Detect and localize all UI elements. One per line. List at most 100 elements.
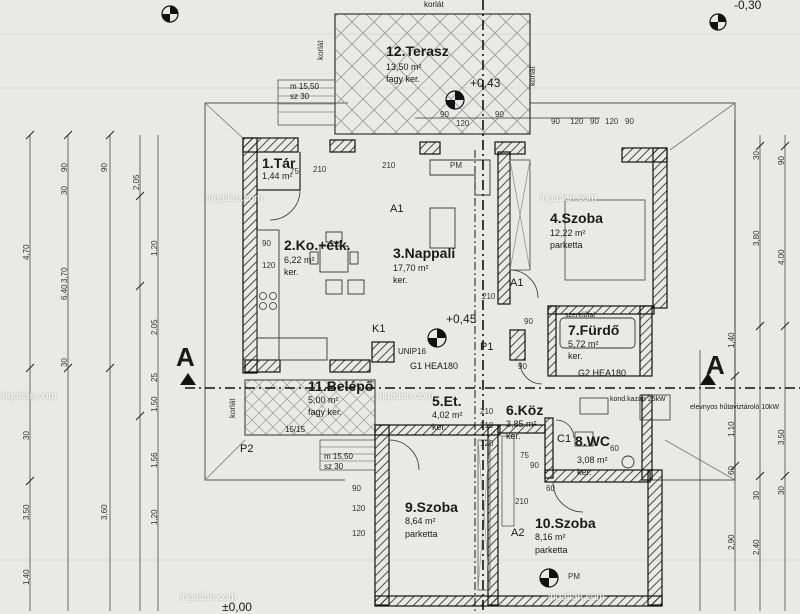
room-3-floor: ker. bbox=[393, 275, 408, 285]
right-dim-small-2: 30 bbox=[752, 151, 761, 160]
room-9-floor: parketta bbox=[405, 529, 438, 539]
top-dim-3: 90 bbox=[495, 110, 504, 119]
bathtub bbox=[559, 317, 636, 349]
bed-room-4 bbox=[564, 199, 646, 281]
room-dim-15: 90 bbox=[352, 484, 361, 493]
walls bbox=[242, 137, 668, 607]
top-dim-1: 90 bbox=[440, 110, 449, 119]
watermark-6: ingatlan.com bbox=[548, 592, 605, 603]
axis-lines bbox=[185, 0, 800, 611]
left-dim-outer-1: 4,70 bbox=[22, 244, 31, 260]
room-12-name: 12.Terasz bbox=[386, 43, 449, 59]
left-dim-fine-1: 2,05 bbox=[132, 174, 141, 190]
note-hv: elevnyos hűtaviztároló 10kW bbox=[690, 404, 780, 411]
terrace bbox=[334, 13, 531, 135]
fixture-pm-1: PM bbox=[450, 161, 462, 170]
right-dim-outer-1: 4,00 bbox=[777, 249, 786, 265]
entrance-platform bbox=[244, 379, 376, 436]
room-dim-8: 210 bbox=[480, 407, 494, 416]
room-5-floor: ker. bbox=[432, 422, 447, 432]
level-living: +0,45 bbox=[446, 312, 477, 326]
room-dim-5: 210 bbox=[482, 292, 496, 301]
top-dim-6: 90 bbox=[590, 117, 599, 126]
room-dim-16: 75 bbox=[520, 451, 529, 460]
wardrobe-room-4 bbox=[509, 159, 531, 271]
terrace-steps bbox=[277, 79, 336, 126]
room-9-name: 9.Szoba bbox=[405, 499, 458, 515]
room-8-floor: ker. bbox=[577, 467, 592, 477]
room-12-area: 13,50 m² bbox=[386, 62, 422, 72]
section-mark-right: A bbox=[706, 350, 725, 380]
right-dim-small-5: 30 bbox=[752, 491, 761, 500]
top-dim-4: 90 bbox=[551, 117, 560, 126]
right-dim-fine-2: 2,40 bbox=[752, 539, 761, 555]
left-dim-outer-2: 6,40 bbox=[60, 284, 69, 300]
room-dim-12: 60 bbox=[546, 484, 555, 493]
room-dim-18: 210 bbox=[480, 421, 494, 430]
note-korlat-top: korlát bbox=[424, 0, 444, 9]
left-dim-small-6: 30 bbox=[22, 431, 31, 440]
note-korlat-right-v: korlát bbox=[528, 66, 537, 86]
axis-a1-top: A1 bbox=[390, 203, 404, 215]
left-dim-small-3: 30 bbox=[60, 186, 69, 195]
left-dim-small-4: 30 bbox=[60, 358, 69, 367]
right-dim-outer-2: 3,50 bbox=[777, 429, 786, 445]
left-dim-inner-1: 3,70 bbox=[60, 267, 69, 283]
left-dim-fine-4: 1,50 bbox=[150, 396, 159, 412]
room-4-name: 4.Szoba bbox=[550, 210, 603, 226]
dining-table bbox=[309, 231, 365, 295]
kitchen-counter-bottom bbox=[256, 337, 328, 361]
note-fp-top2: sz 30 bbox=[290, 92, 310, 101]
room-3-name: 3.Nappali bbox=[393, 245, 456, 261]
kitchen-counter bbox=[256, 229, 280, 361]
right-dim-small-3: 30 bbox=[777, 486, 786, 495]
axis-a2: A2 bbox=[511, 527, 525, 539]
stove-icon bbox=[259, 292, 277, 310]
room-dim-17: 120 bbox=[352, 529, 366, 538]
top-dim-7: 120 bbox=[605, 117, 619, 126]
room-7-floor: ker. bbox=[568, 351, 583, 361]
section-mark-left: A bbox=[176, 342, 195, 372]
left-dim-outer-3: 3,50 bbox=[22, 504, 31, 520]
axis-p1: P1 bbox=[480, 341, 494, 353]
room-dim-1: 210 bbox=[313, 165, 327, 174]
room-dim-13: 60 bbox=[610, 444, 619, 453]
room-10-name: 10.Szoba bbox=[535, 515, 596, 531]
dimension-lines bbox=[29, 120, 786, 611]
room-7-area: 5,72 m² bbox=[568, 339, 599, 349]
room-1-name: 1.Tár bbox=[262, 155, 296, 171]
wardrobe-room-9 bbox=[477, 439, 491, 591]
room-9-area: 8,64 m² bbox=[405, 516, 436, 526]
left-dim-fine-2: 1,20 bbox=[150, 240, 159, 256]
room-5-area: 4,02 m² bbox=[432, 410, 463, 420]
section-arrows bbox=[180, 373, 716, 385]
room-11-name: 11.Belépő bbox=[308, 378, 374, 394]
room-6-area: 3,85 m² bbox=[506, 419, 537, 429]
room-7-name: 7.Fürdő bbox=[568, 322, 620, 338]
fixture-pm-2: PM bbox=[568, 572, 580, 581]
level-terrace: +0,43 bbox=[470, 76, 501, 90]
wc-sink bbox=[574, 431, 594, 447]
right-dim-inner-1: 3,80 bbox=[752, 230, 761, 246]
note-szerelofal: szerelőfal bbox=[565, 312, 595, 319]
room-dim-11: 120 bbox=[352, 504, 366, 513]
note-fp-top: m 15,50 bbox=[290, 82, 319, 91]
room-1-area: 1,44 m² bbox=[262, 171, 293, 181]
axis-a1-mid: A1 bbox=[510, 277, 524, 289]
right-dim-small-1: 90 bbox=[777, 156, 786, 165]
room-dim-14: 90 bbox=[530, 461, 539, 470]
top-dim-5: 120 bbox=[570, 117, 584, 126]
room-4-area: 12,22 m² bbox=[550, 228, 586, 238]
note-korlat-entry: korlát bbox=[228, 398, 237, 418]
room-2-area: 6,22 m² bbox=[284, 255, 315, 265]
room-12-floor: fagy ker. bbox=[386, 74, 421, 84]
left-dim-fine-5: 1,56 bbox=[150, 452, 159, 468]
left-dim-outer-4: 1,40 bbox=[22, 569, 31, 585]
room-5-name: 5.Et. bbox=[432, 393, 462, 409]
watermark-2: ingatlan.com bbox=[540, 193, 597, 204]
beam-g1: G1 HEA180 bbox=[410, 361, 459, 371]
left-dim-small-1: 90 bbox=[100, 163, 109, 172]
watermark-3: ingatlan.com bbox=[0, 391, 57, 402]
left-dim-inner-2: 3,60 bbox=[100, 504, 109, 520]
room-dim-19: 210 bbox=[515, 497, 529, 506]
